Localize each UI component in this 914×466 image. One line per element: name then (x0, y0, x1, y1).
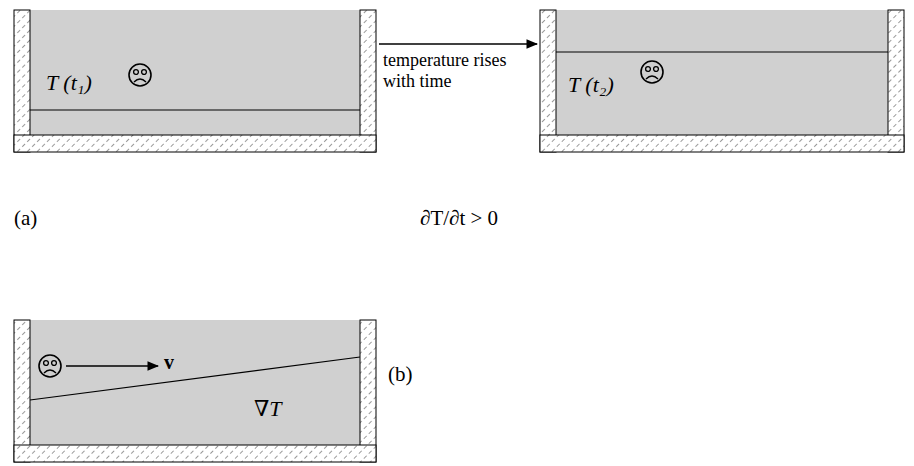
container (14, 10, 376, 152)
quantity-label: T (t₁) (46, 70, 92, 96)
wall (888, 10, 904, 152)
wall (14, 10, 30, 152)
fluid (556, 10, 888, 135)
process-arrow (379, 43, 537, 44)
face-symbol (39, 355, 61, 377)
annotation-label: v (164, 351, 174, 374)
wall (14, 445, 376, 462)
wall (540, 135, 904, 152)
level-line (30, 109, 360, 110)
arrow-label: temperature rises with time (383, 50, 508, 91)
fluid-container: T (t₁) (14, 10, 376, 152)
wall (14, 320, 30, 462)
quantity-label: ∇T (254, 396, 282, 422)
velocity-arrow (66, 365, 158, 366)
face-symbol (641, 61, 663, 83)
fluid (30, 320, 360, 445)
gradient-line (30, 357, 360, 400)
fluid-container: T (t₂) (540, 10, 904, 152)
fluid-container: ∇T (14, 320, 376, 462)
wall (360, 10, 376, 152)
level-line (556, 51, 888, 52)
wall (360, 320, 376, 462)
quantity-label: T (t₂) (568, 72, 614, 98)
face-symbol (129, 64, 151, 86)
container (14, 320, 376, 462)
annotation-label: (b) (388, 362, 413, 387)
container (540, 10, 904, 152)
wall (14, 135, 376, 152)
annotation-label: ∂T/∂t > 0 (420, 206, 498, 231)
annotation-label: (a) (14, 206, 37, 231)
fluid (30, 10, 360, 135)
wall (540, 10, 556, 152)
